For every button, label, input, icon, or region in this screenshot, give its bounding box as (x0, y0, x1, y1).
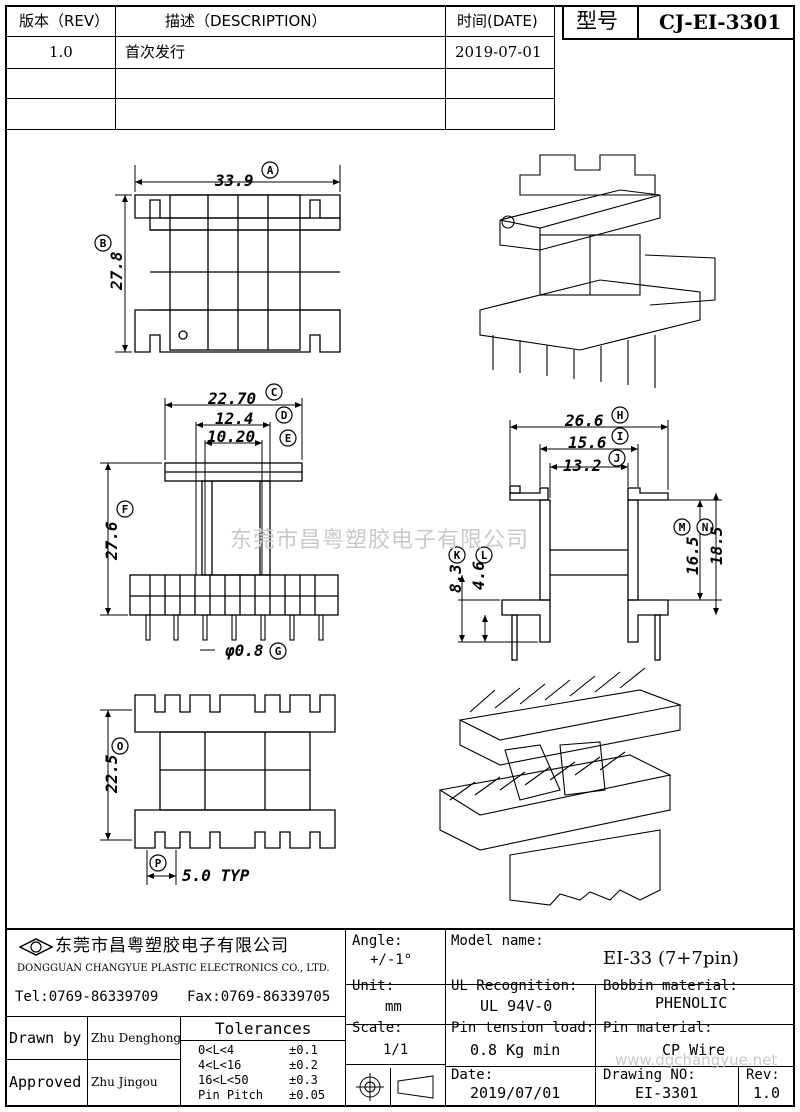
dim-e: 10.20 (207, 427, 255, 446)
rev-cell: 1.0 (49, 43, 73, 61)
model-box-value: CJ-EI-3301 (659, 10, 782, 34)
bobbin-label: Bobbin material: (603, 978, 738, 994)
fax: Fax:0769-86339705 (187, 989, 331, 1005)
balloon-g: G (275, 645, 282, 658)
top-view (134, 194, 341, 353)
tol-range-3: 16<L<50 (198, 1073, 249, 1087)
bottom-view (134, 694, 336, 849)
balloon-j: J (614, 452, 621, 465)
dim-p: 5.0 TYP (182, 866, 250, 885)
pin-material-value: CP Wire (662, 1041, 726, 1059)
bobbin-value: PHENOLIC (655, 994, 728, 1012)
balloon-p: P (155, 857, 162, 870)
rev-value: 1.0 (753, 1084, 781, 1102)
revision-table: 版本（REV） 描述（DESCRIPTION） 时间(DATE) 1.0 首次发… (5, 5, 555, 130)
drawing-frame (5, 5, 795, 1107)
iso-view-top (479, 154, 716, 388)
drawn-by-label: Drawn by (9, 1029, 82, 1047)
balloon-d: D (281, 409, 288, 422)
date-header: 时间(DATE) (457, 12, 538, 30)
desc-cell: 首次发行 (125, 43, 186, 61)
dim-m: 16.5 (683, 536, 702, 575)
model-box: 型号 CJ-EI-3301 (562, 5, 795, 40)
dim-h: 26.6 (564, 411, 604, 430)
url-watermark: www.dgchangyue.net (615, 1051, 778, 1069)
projection-symbol (356, 1073, 434, 1101)
balloon-c: C (271, 386, 278, 399)
approved-value: Zhu Jingou (91, 1075, 158, 1089)
drawing-no-label: Drawing NO: (603, 1067, 696, 1083)
desc-header: 描述（DESCRIPTION） (165, 12, 327, 30)
front-view (129, 462, 339, 641)
balloon-f: F (122, 503, 129, 516)
angle-value: +/-1° (370, 952, 413, 968)
rev-label: Rev: (746, 1067, 780, 1083)
dim-j: 13.2 (563, 456, 602, 475)
dim-n: 18.5 (707, 526, 726, 565)
rev-header: 版本（REV） (19, 12, 110, 30)
title-block: 东莞市昌粤塑胶电子有限公司 DONGGUAN CHANGYUE PLASTIC … (5, 928, 795, 1107)
balloon-i: I (617, 430, 624, 443)
unit-value: mm (385, 999, 402, 1015)
balloon-n: N (702, 521, 709, 534)
model-name-value: EI-33 (7+7pin) (603, 948, 739, 969)
angle-label: Angle: (352, 933, 403, 949)
balloon-l: L (481, 549, 488, 562)
date-label: Date: (451, 1067, 494, 1083)
drawing-no-value: EI-3301 (635, 1084, 699, 1102)
balloon-b: B (100, 237, 107, 250)
dim-l: 4.6 (469, 561, 488, 590)
tel: Tel:0769-86339709 (15, 989, 159, 1005)
scale-value: 1/1 (383, 1042, 409, 1058)
dim-i: 15.6 (568, 433, 607, 452)
tol-range-4: Pin Pitch (198, 1088, 264, 1102)
drawn-by-value: Zhu Denghong (91, 1031, 182, 1045)
tol-range-1: 0<L<4 (198, 1043, 235, 1057)
model-name-label: Model name: (451, 933, 544, 949)
dim-b: 27.8 (107, 251, 126, 291)
balloon-o: O (117, 740, 124, 753)
dim-a: 33.9 (214, 171, 254, 190)
tol-value-4: ±0.05 (289, 1088, 326, 1102)
side-view (501, 485, 669, 661)
company-logo (19, 938, 53, 956)
unit-label: Unit: (352, 978, 395, 994)
approved-label: Approved (9, 1073, 82, 1091)
dim-k: 8.3 (446, 564, 465, 593)
pin-material-label: Pin material: (603, 1020, 713, 1036)
dim-c: 22.70 (207, 389, 256, 408)
dim-d: 12.4 (215, 409, 254, 428)
date-cell: 2019-07-01 (455, 43, 542, 61)
pin-tension-value: 0.8 Kg min (470, 1041, 561, 1059)
pin-tension-label: Pin tension load: (451, 1020, 595, 1036)
iso-view-bottom (438, 667, 683, 906)
dim-g: φ0.8 (224, 641, 264, 660)
balloon-k: K (454, 549, 461, 562)
ul-value: UL 94V-0 (480, 997, 553, 1015)
balloon-m: M (679, 521, 686, 534)
tol-value-2: ±0.2 (289, 1058, 318, 1072)
date-value: 2019/07/01 (470, 1084, 561, 1102)
technical-drawings: A B C D E F G H I J K L M N O P 33.9 27.… (94, 154, 726, 906)
scale-label: Scale: (352, 1020, 403, 1036)
dim-o: 22.5 (102, 754, 121, 794)
tol-range-2: 4<L<16 (198, 1058, 242, 1072)
watermark-text: 东莞市昌粤塑胶电子有限公司 (230, 528, 530, 553)
dim-f: 27.6 (102, 521, 121, 561)
balloon-a: A (267, 164, 274, 177)
balloon-e: E (285, 432, 292, 445)
tol-value-1: ±0.1 (289, 1043, 318, 1057)
ul-label: UL Recognition: (451, 978, 578, 994)
model-box-label: 型号 (576, 9, 618, 33)
company-name-en: DONGGUAN CHANGYUE PLASTIC ELECTRONICS CO… (17, 963, 330, 974)
balloon-h: H (617, 409, 624, 422)
tol-value-3: ±0.3 (289, 1073, 318, 1087)
company-name-cn: 东莞市昌粤塑胶电子有限公司 (55, 936, 289, 956)
tolerances-label: Tolerances (215, 1019, 312, 1038)
